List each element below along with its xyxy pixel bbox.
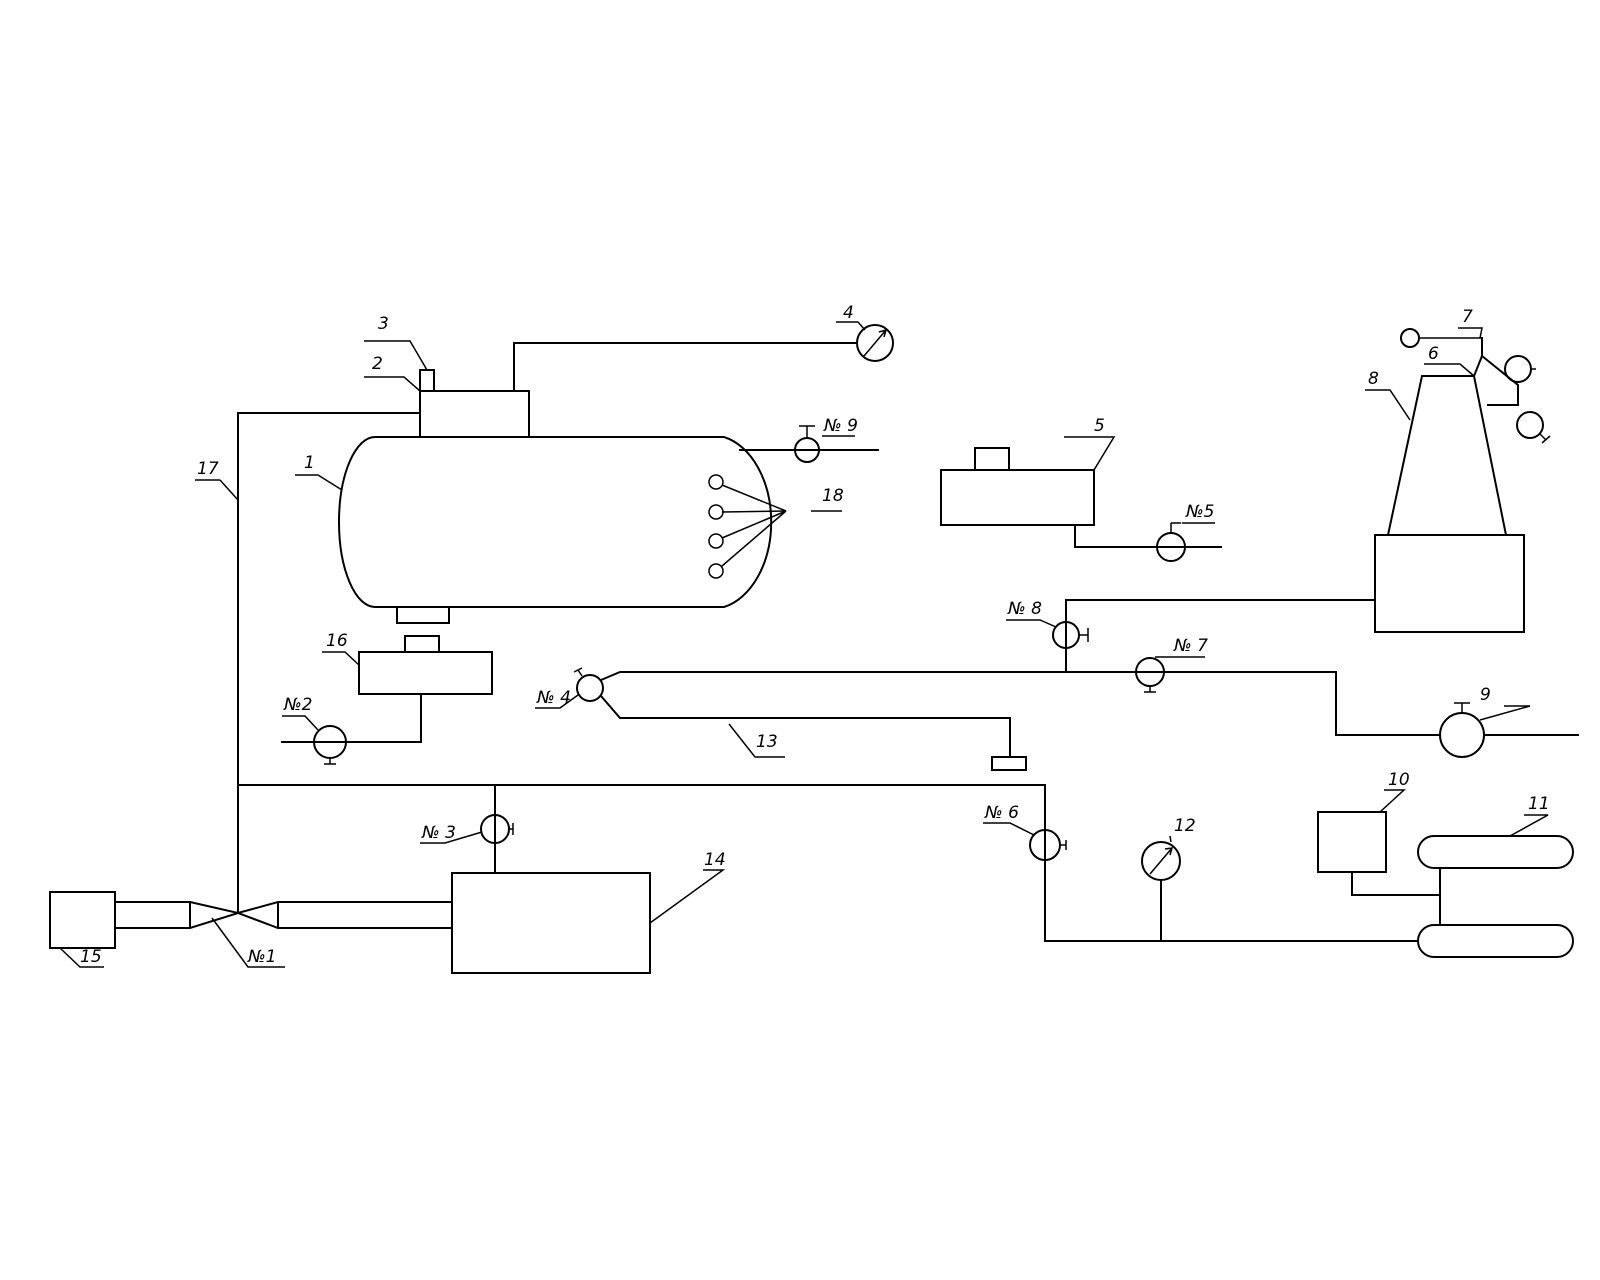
tank-sensors — [708, 474, 787, 579]
valve-7-icon — [1135, 657, 1165, 693]
sensor-7-icon — [1400, 328, 1420, 348]
label-5: 5 — [1094, 416, 1105, 436]
block-10 — [1317, 811, 1387, 873]
pressure-gauge-12-icon — [1141, 841, 1181, 881]
tank-bottom-base — [396, 606, 450, 624]
label-18: 18 — [822, 486, 844, 506]
label-7: 7 — [1462, 307, 1473, 327]
valve-2-icon — [313, 725, 347, 765]
label-15: 15 — [80, 947, 102, 967]
valve-3-icon — [480, 814, 514, 844]
tank-dome — [419, 390, 530, 438]
pipe-valve-6 — [1044, 784, 1424, 942]
valve-9-output-icon — [1439, 702, 1485, 758]
label-16: 16 — [326, 631, 348, 651]
pipe-main-to-9 — [599, 671, 1441, 736]
label-4: 4 — [843, 303, 854, 323]
block-base — [1374, 534, 1525, 633]
valve-label-9: № 9 — [823, 416, 858, 436]
valve-label-1: №1 — [247, 947, 277, 967]
pipe-10 — [1351, 871, 1441, 896]
ejector-1 — [114, 901, 453, 929]
label-6: 6 — [1428, 344, 1439, 364]
pipe-dome-to-gauge — [513, 342, 856, 392]
valve-6-icon — [1029, 829, 1067, 861]
pipe-13 — [599, 694, 1011, 758]
label-11: 11 — [1528, 794, 1550, 814]
valve-label-3: № 3 — [421, 823, 456, 843]
label-2: 2 — [372, 354, 383, 374]
cylinder-11-lower — [1417, 924, 1574, 958]
block-13-end — [991, 756, 1027, 771]
valve-label-7: № 7 — [1173, 636, 1208, 656]
label-12: 12 — [1174, 816, 1196, 836]
pipe-7 — [1472, 337, 1483, 378]
cone-8 — [1386, 375, 1508, 536]
block-15 — [49, 891, 116, 949]
label-13: 13 — [756, 732, 778, 752]
block-14 — [451, 872, 651, 974]
valve-4-icon — [573, 667, 604, 702]
valve-label-5: №5 — [1185, 502, 1215, 522]
valve-8-icon — [1052, 621, 1089, 649]
label-1: 1 — [304, 453, 315, 473]
pipe-17 — [237, 412, 421, 914]
valve-5-icon — [1156, 522, 1186, 562]
pipe-valve-8 — [1065, 599, 1376, 673]
valve-label-6: № 6 — [984, 803, 1019, 823]
valve-lower-right-icon — [1516, 411, 1551, 444]
pipe-7-right — [1480, 354, 1519, 406]
block-5-cap — [974, 447, 1010, 471]
label-8: 8 — [1368, 369, 1379, 389]
block-16 — [358, 651, 493, 695]
valve-label-8: № 8 — [1007, 599, 1042, 619]
block-16-cap — [404, 635, 440, 653]
leader-lines — [59, 321, 1549, 968]
label-9: 9 — [1480, 685, 1491, 705]
label-3: 3 — [378, 314, 389, 334]
pipe-5 — [1074, 524, 1222, 548]
label-14: 14 — [704, 850, 726, 870]
valve-9-icon — [794, 425, 820, 463]
cylinder-11-upper — [1417, 835, 1574, 869]
tank-valve-stub — [419, 369, 435, 392]
valve-label-2: №2 — [283, 695, 313, 715]
label-10: 10 — [1388, 770, 1410, 790]
block-5 — [940, 469, 1095, 526]
main-tank — [338, 436, 773, 608]
valve-upper-right-icon — [1504, 355, 1536, 383]
valve-label-4: № 4 — [536, 688, 571, 708]
pipe-16-to-valve-2 — [281, 693, 422, 743]
pressure-gauge-4-icon — [856, 324, 894, 362]
label-17: 17 — [197, 459, 219, 479]
